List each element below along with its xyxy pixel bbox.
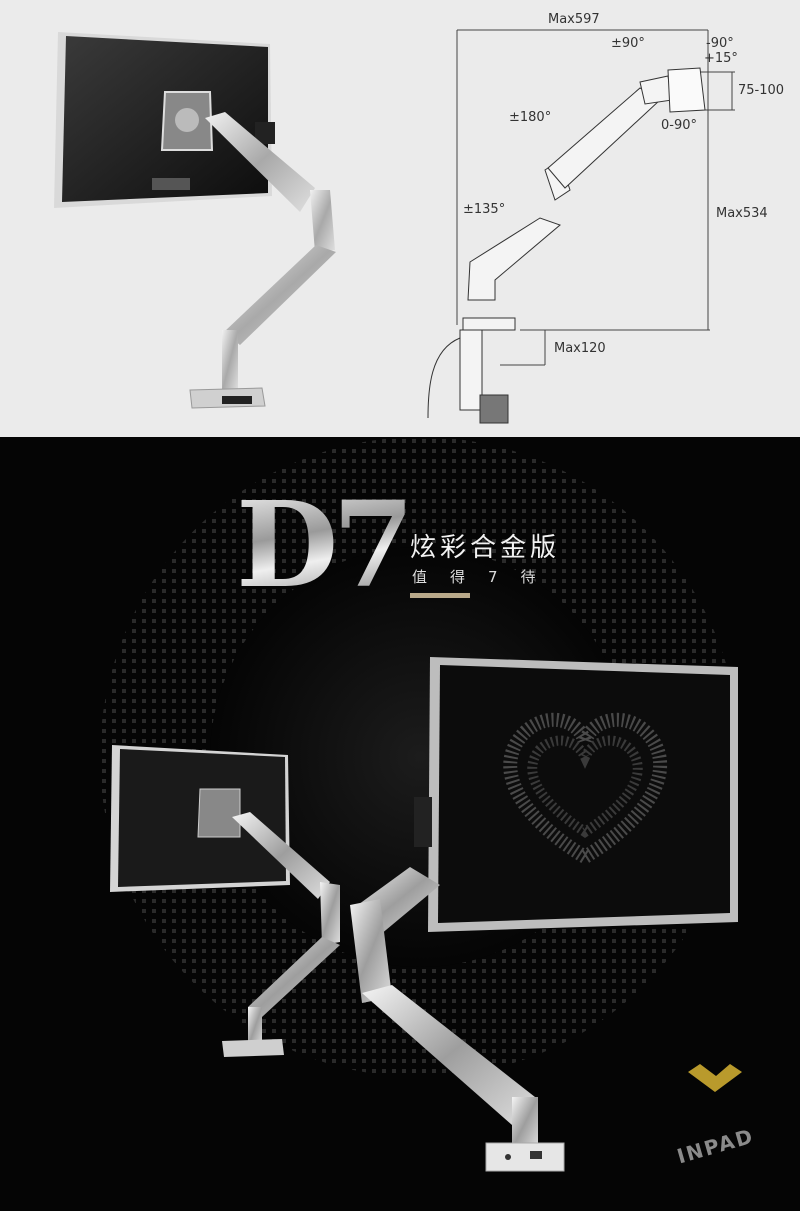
tilt-up-label: +15° xyxy=(704,51,738,66)
max-reach-label: Max597 xyxy=(548,12,600,27)
vesa-label: 75-100 xyxy=(738,83,785,98)
vesa-plate xyxy=(160,91,214,151)
dimension-drawing xyxy=(427,29,735,424)
large-monitor-arm xyxy=(350,797,565,1172)
accent-rule xyxy=(410,593,470,598)
product-photo-top xyxy=(54,29,735,424)
swivel-mid-label: ±180° xyxy=(509,110,552,125)
rotate-label: 0-90° xyxy=(661,118,698,133)
monitor-arm-photo xyxy=(189,112,336,409)
swivel-base-label: ±135° xyxy=(463,202,506,217)
edition-title: 炫彩合金版 xyxy=(410,533,561,563)
large-monitor xyxy=(428,657,738,932)
promo-panel xyxy=(0,437,800,1211)
promo-artwork xyxy=(100,437,742,1172)
max-clamp-label: Max120 xyxy=(554,341,606,356)
tilt-label: -90° xyxy=(706,36,734,51)
swivel-top-label: ±90° xyxy=(611,36,645,51)
tagline: 值得7待 xyxy=(412,568,559,586)
spec-panel: Max597 ±90° -90° +15° 75-100 ±180° 0-90°… xyxy=(0,0,800,437)
small-monitor xyxy=(110,745,340,1057)
model-title: D7 xyxy=(236,475,414,614)
inpad-logo-mark xyxy=(688,1064,742,1092)
max-height-label: Max534 xyxy=(716,206,768,221)
